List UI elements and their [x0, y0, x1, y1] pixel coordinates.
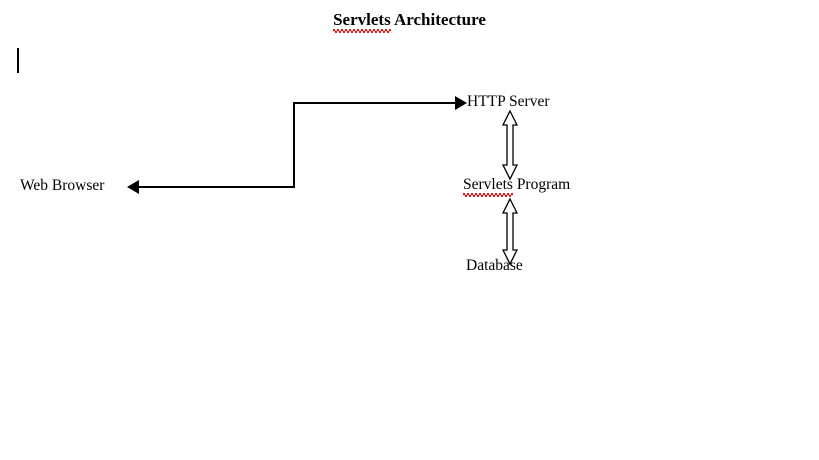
arrowhead-right-icon — [455, 96, 467, 110]
node-label-servlets-program: Servlets Program — [463, 176, 571, 197]
text-cursor-caret — [17, 48, 19, 73]
page-title: Servlets Architecture — [0, 10, 819, 33]
servlets-label-rest: Program — [512, 176, 571, 193]
node-label-web-browser: Web Browser — [20, 177, 105, 194]
servlets-misspelled-word: Servlets — [463, 176, 513, 197]
node-label-database: Database — [466, 257, 523, 274]
bidirectional-arrow-servlets-database-icon — [497, 197, 523, 266]
connector-elbow-vertical-segment — [293, 102, 295, 188]
bidirectional-arrow-server-servlets-icon — [497, 109, 523, 181]
title-rest: Architecture — [390, 10, 486, 29]
title-misspelled-word: Servlets — [333, 10, 391, 33]
connector-elbow-top-segment — [293, 102, 461, 104]
node-label-http-server: HTTP Server — [467, 93, 550, 110]
connector-elbow-bottom-segment — [137, 186, 295, 188]
arrowhead-left-icon — [127, 180, 139, 194]
